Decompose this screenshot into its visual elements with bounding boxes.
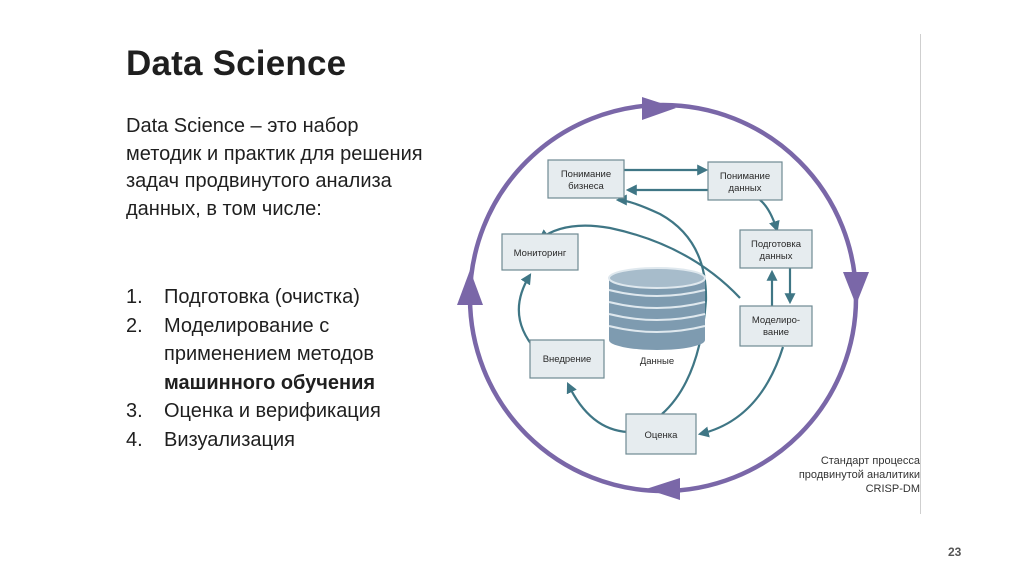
step-text: Моделирование с применением методов <box>164 314 375 366</box>
step-text-bold: машинного обучения <box>164 371 376 394</box>
step-number: 4. <box>126 428 143 451</box>
step-number: 2. <box>126 314 143 337</box>
node-label-line: Внедрение <box>543 354 592 365</box>
intro-text: Data Science – это набор методик и практ… <box>126 115 423 220</box>
flow-arrow <box>759 199 780 233</box>
step-item: 2. Моделирование с применением методов ма… <box>126 312 426 398</box>
node-business-understanding: Понимание бизнеса <box>547 159 625 199</box>
node-label-line: Оценка <box>645 430 679 441</box>
flow-arrow <box>538 224 741 299</box>
step-item: 3. Оценка и верификация <box>126 397 426 426</box>
step-number: 1. <box>126 286 143 308</box>
flow-arrow <box>697 346 785 438</box>
vertical-divider <box>920 34 921 514</box>
step-text: Оценка и верификация <box>164 400 381 422</box>
node-label-line: бизнеса <box>568 181 604 192</box>
step-number: 3. <box>126 400 143 422</box>
node-label-line: Понимание <box>561 169 611 180</box>
step-text: Подготовка (очистка) <box>164 286 360 308</box>
node-label-line: Понимание <box>720 171 770 182</box>
node-data-understanding: Понимание данных <box>707 161 783 201</box>
database-label: Данные <box>640 356 674 367</box>
node-label-line: Подготовка <box>751 239 802 250</box>
flow-arrow <box>517 273 537 351</box>
node-monitoring: Мониторинг <box>501 233 579 271</box>
flow-arrow <box>615 194 708 415</box>
node-data-preparation: Подготовка данных <box>739 229 813 269</box>
node-label-line: данных <box>760 251 793 262</box>
step-item: 4. Визуализация <box>126 426 426 455</box>
ring-arrow-right <box>843 272 869 305</box>
caption-line: CRISP-DM <box>865 483 920 495</box>
flow-arrow <box>566 382 629 434</box>
ring-arrow-bottom <box>646 478 680 500</box>
node-deployment: Внедрение <box>529 339 605 379</box>
node-label-line: Мониторинг <box>514 248 567 259</box>
node-modeling: Моделиро- вание <box>739 305 813 347</box>
caption-line: продвинутой аналитики <box>798 469 920 481</box>
caption-line: Стандарт процесса <box>820 455 920 467</box>
diagram-caption: Стандарт процесса продвинутой аналитики … <box>799 454 920 496</box>
node-label-line: Моделиро- <box>752 315 800 326</box>
node-label-line: вание <box>763 327 789 338</box>
node-evaluation: Оценка <box>625 413 697 455</box>
page-number: 23 <box>948 545 962 559</box>
step-item: 1. Подготовка (очистка) <box>126 283 426 312</box>
node-label-line: данных <box>729 183 762 194</box>
slide-title: Data Science <box>126 44 347 83</box>
database-icon <box>608 267 706 350</box>
ring-arrow-left <box>457 270 483 305</box>
steps-list: 1. Подготовка (очистка) 2. Моделирование с… <box>126 283 426 454</box>
step-text: Визуализация <box>164 428 295 451</box>
ring-arrow-top <box>642 97 676 120</box>
